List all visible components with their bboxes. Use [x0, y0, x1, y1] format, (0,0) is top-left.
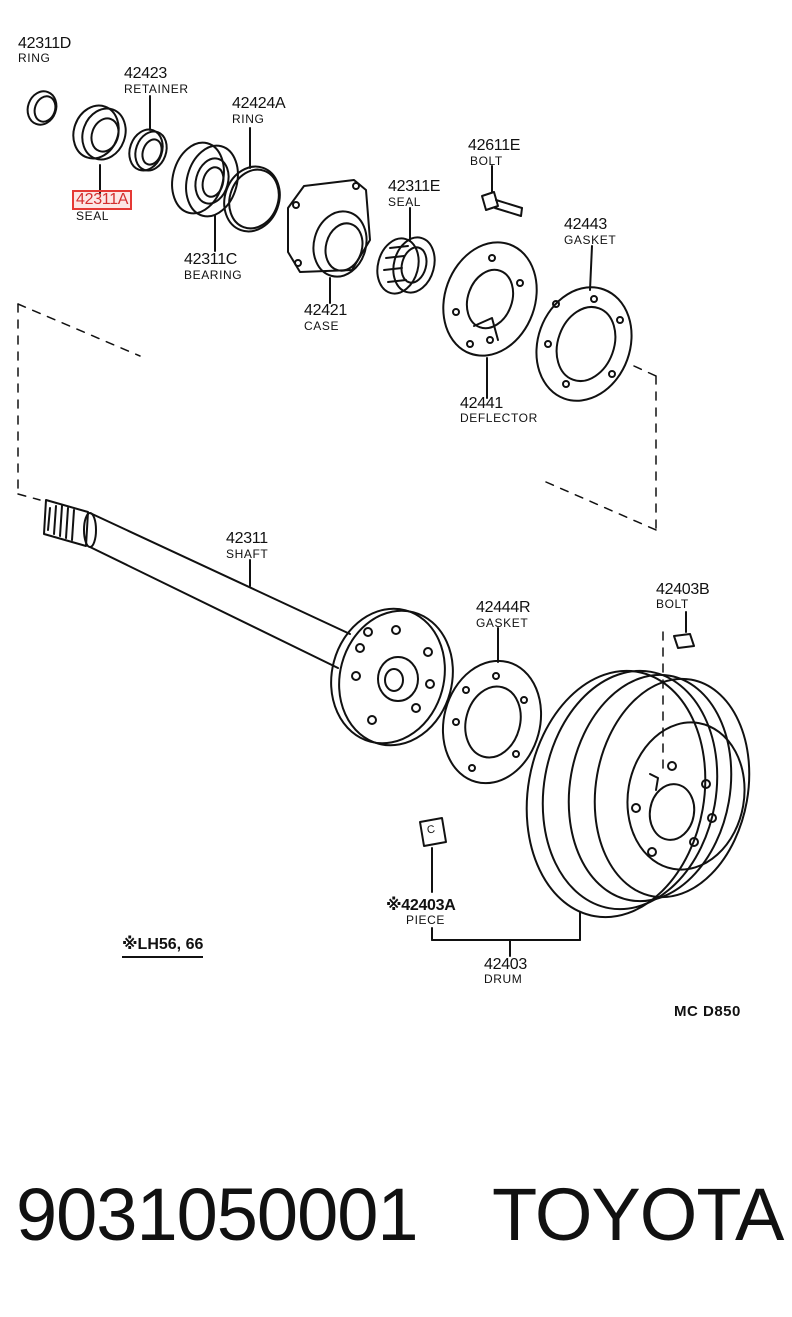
part-name-piece: PIECE — [406, 913, 446, 927]
ring-42424a-drawing — [223, 127, 281, 233]
footer-part-number: 9031050001 — [16, 1173, 419, 1256]
part-number-42423: 42423 — [124, 65, 167, 82]
bolt-42611e-drawing — [481, 165, 523, 217]
bolt-42403b-drawing — [673, 611, 695, 649]
deflector-42441-drawing — [442, 241, 538, 399]
part-name-gasket: GASKET — [564, 233, 617, 247]
part-name-drum: DRUM — [484, 972, 523, 986]
ring-42311d-drawing — [26, 90, 58, 126]
piece-42403a-drawing — [419, 817, 447, 941]
shaft-42311-drawing — [43, 499, 351, 669]
axle-flange-drawing — [330, 607, 454, 747]
part-name-ring: RING — [232, 112, 265, 126]
case-42421-drawing — [287, 179, 371, 304]
part-number-42403: 42403 — [484, 956, 527, 973]
gasket-42444r-drawing — [441, 627, 543, 785]
part-name-retainer: RETAINER — [124, 82, 189, 96]
diagram-code: MC D850 — [674, 1003, 741, 1020]
part-name-ring: RING — [18, 51, 51, 65]
part-name-seal: SEAL — [76, 209, 110, 223]
gasket-42443-drawing — [535, 245, 633, 402]
part-name-seal: SEAL — [388, 195, 422, 209]
part-number-42441: 42441 — [460, 395, 503, 412]
part-number-42311a-highlighted[interactable]: 42311A — [71, 190, 133, 210]
bearing-42311c-drawing — [171, 141, 239, 252]
part-number-42611e: 42611E — [468, 137, 521, 154]
dashed-guide-lines — [17, 303, 664, 776]
drum-42403-drawing — [431, 669, 751, 957]
part-name-gasket: GASKET — [476, 616, 529, 630]
part-number-42403a: ※42403A — [386, 897, 456, 914]
seal-42311e-drawing — [376, 207, 436, 295]
part-number-42403b: 42403B — [656, 581, 710, 598]
part-number-42311c: 42311C — [184, 251, 238, 268]
part-number-42311e: 42311E — [388, 178, 441, 195]
part-number-42421: 42421 — [304, 302, 347, 319]
part-name-bearing: BEARING — [184, 268, 243, 282]
part-name-shaft: SHAFT — [226, 547, 269, 561]
part-name-bolt: BOLT — [470, 154, 503, 168]
part-name-deflector: DEFLECTOR — [460, 411, 538, 425]
part-number-42311d: 42311D — [18, 35, 72, 52]
footer-brand: TOYOTA — [492, 1173, 784, 1256]
part-number-42443: 42443 — [564, 216, 607, 233]
part-number-42311: 42311 — [226, 530, 268, 547]
part-name-case: CASE — [304, 319, 340, 333]
part-number-42444r: 42444R — [476, 599, 531, 616]
part-name-bolt: BOLT — [656, 597, 689, 611]
seal-42311a-drawing — [72, 104, 127, 194]
part-number-42424a: 42424A — [232, 95, 286, 112]
model-note: ※LH56, 66 — [122, 934, 204, 958]
retainer-42423-drawing — [128, 95, 168, 172]
